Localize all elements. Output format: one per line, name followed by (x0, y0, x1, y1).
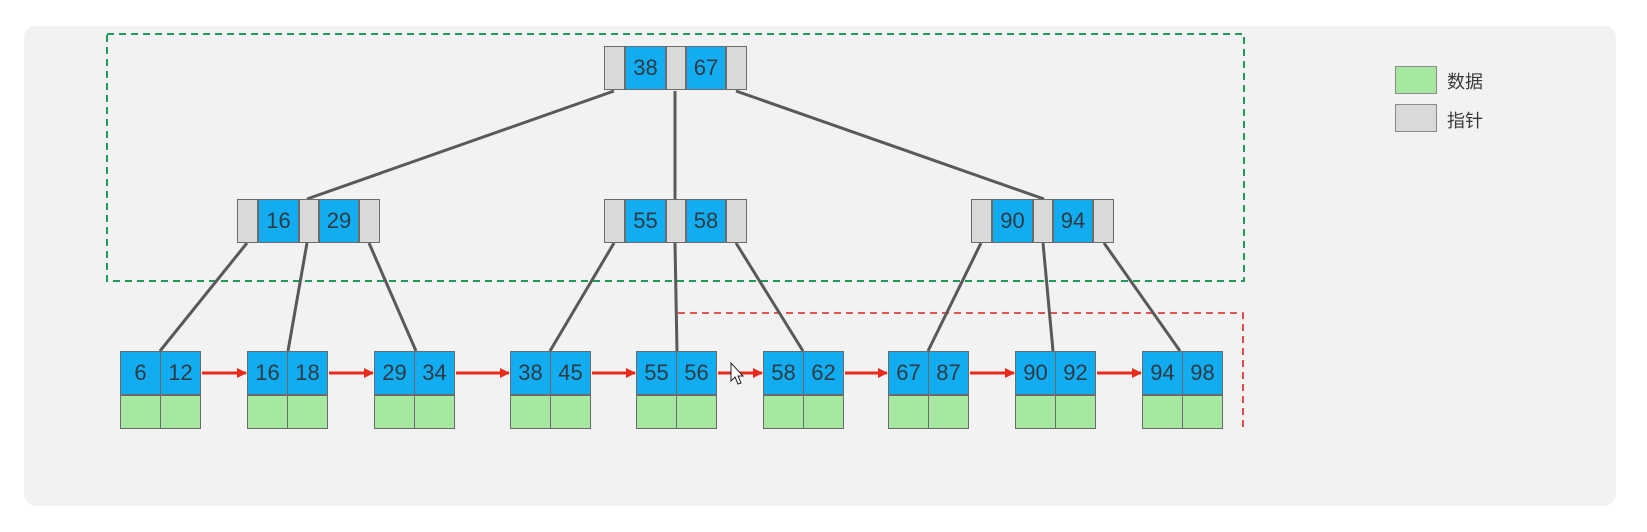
leaf-key: 62 (803, 351, 844, 395)
internal-node-pointer (971, 199, 992, 243)
leaf-data-cell (763, 395, 804, 429)
tree-edge (158, 242, 249, 352)
leaf-key: 16 (247, 351, 288, 395)
tree-edge (367, 242, 418, 352)
internal-node-pointer (1033, 199, 1053, 243)
leaf-key: 18 (287, 351, 328, 395)
leaf-data-cell (636, 395, 677, 429)
leaf-data-cell (1055, 395, 1096, 429)
internal-node-key: 55 (625, 199, 666, 243)
internal-node-pointer (359, 199, 380, 243)
leaf-data-cell (928, 395, 969, 429)
tree-edge (548, 242, 616, 352)
leaf-key: 45 (550, 351, 591, 395)
leaf-region-outline (678, 312, 1244, 432)
leaf-data-cell (287, 395, 328, 429)
internal-node-key: 90 (992, 199, 1033, 243)
leaf-key: 56 (676, 351, 717, 395)
tree-edge (926, 242, 983, 352)
leaf-data-cell (1142, 395, 1183, 429)
leaf-data-cell (676, 395, 717, 429)
leaf-data-cell (550, 395, 591, 429)
leaf-key: 55 (636, 351, 677, 395)
internal-node-pointer (299, 199, 319, 243)
internal-node-key: 29 (319, 199, 359, 243)
leaf-key: 6 (120, 351, 161, 395)
leaf-key: 34 (414, 351, 455, 395)
leaf-data-cell (1182, 395, 1223, 429)
leaf-key: 94 (1142, 351, 1183, 395)
root-node-pointer (604, 46, 625, 90)
tree-edge (735, 89, 1045, 201)
tree-edge (1102, 242, 1182, 352)
leaf-data-cell (120, 395, 161, 429)
leaf-data-cell (888, 395, 929, 429)
leaf-key: 98 (1182, 351, 1223, 395)
tree-edge (286, 242, 309, 352)
leaf-key: 12 (160, 351, 201, 395)
tree-edge (306, 89, 615, 201)
leaf-data-cell (160, 395, 201, 429)
legend-data-label: 数据 (1447, 72, 1483, 92)
internal-node-pointer (237, 199, 258, 243)
non-leaf-region-outline (106, 33, 1245, 282)
leaf-key: 38 (510, 351, 551, 395)
root-node-pointer (726, 46, 747, 90)
legend-pointer-swatch (1395, 104, 1437, 132)
tree-edge (1041, 242, 1055, 352)
legend-pointer-label: 指针 (1447, 111, 1483, 131)
internal-node-pointer (1093, 199, 1114, 243)
legend-data-swatch (1395, 66, 1437, 94)
leaf-data-cell (510, 395, 551, 429)
internal-node-key: 94 (1053, 199, 1093, 243)
root-node-key: 67 (686, 46, 726, 90)
leaf-data-cell (247, 395, 288, 429)
leaf-key: 92 (1055, 351, 1096, 395)
internal-node-pointer (604, 199, 625, 243)
root-node-pointer (666, 46, 686, 90)
leaf-data-cell (1015, 395, 1056, 429)
root-node-key: 38 (625, 46, 666, 90)
leaf-key: 29 (374, 351, 415, 395)
leaf-data-cell (803, 395, 844, 429)
internal-node-key: 16 (258, 199, 299, 243)
leaf-key: 90 (1015, 351, 1056, 395)
tree-edge (673, 242, 679, 352)
leaf-key: 67 (888, 351, 929, 395)
leaf-key: 58 (763, 351, 804, 395)
internal-node-pointer (726, 199, 747, 243)
leaf-data-cell (414, 395, 455, 429)
leaf-key: 87 (928, 351, 969, 395)
internal-node-key: 58 (686, 199, 726, 243)
leaf-data-cell (374, 395, 415, 429)
internal-node-pointer (666, 199, 686, 243)
tree-edge (734, 242, 805, 352)
